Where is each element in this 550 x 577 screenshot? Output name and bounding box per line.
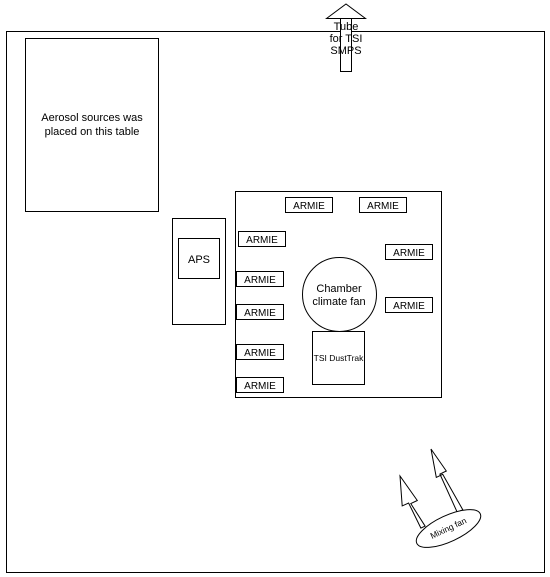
armie-sensors: ARMIE ARMIE ARMIE ARMIE ARMIE ARMIE ARMI… — [236, 197, 433, 393]
armie-sensor-label: ARMIE — [244, 348, 276, 359]
dusttrak-label: TSI DustTrak — [314, 353, 364, 363]
aps-label: APS — [188, 254, 210, 266]
chamber-climate-fan: Chamber climate fan — [302, 257, 377, 332]
armie-sensor-box — [236, 304, 284, 320]
armie-sensor-label: ARMIE — [367, 201, 399, 212]
aerosol-table-rect — [25, 38, 159, 212]
mixing-fan-arrow-right — [430, 448, 464, 513]
smps-tube: Tube for TSI SMPS — [324, 3, 368, 72]
aerosol-table-label-line2: placed on this table — [45, 126, 140, 138]
armie-sensor-box — [359, 197, 407, 213]
armie-sensor-box — [385, 244, 433, 260]
armie-sensor-box — [238, 231, 286, 247]
climate-fan-label-line2: climate fan — [312, 296, 365, 308]
tube-label-line3: SMPS — [330, 45, 361, 57]
dusttrak-unit: TSI DustTrak — [312, 331, 365, 385]
armie-sensor-box — [385, 297, 433, 313]
armie-sensor-label: ARMIE — [244, 381, 276, 392]
armie-sensor-label: ARMIE — [293, 201, 325, 212]
mixing-fan-arrow-left — [399, 474, 426, 529]
aps-inner-rect — [178, 238, 220, 279]
dusttrak-rect — [312, 331, 365, 385]
armie-sensor-box — [236, 377, 284, 393]
smps-tube-arrowhead — [324, 3, 368, 19]
aps-unit: APS — [172, 218, 226, 325]
mixing-fan: Mixing fan — [399, 448, 482, 548]
climate-fan-label-line1: Chamber — [316, 283, 362, 295]
armie-sensor-box — [236, 344, 284, 360]
aerosol-table: Aerosol sources was placed on this table — [25, 38, 159, 212]
armie-sensor-label: ARMIE — [244, 275, 276, 286]
armie-sensor-label: ARMIE — [393, 248, 425, 259]
mixing-fan-ellipse — [415, 509, 482, 548]
armie-sensor-box — [236, 271, 284, 287]
armie-sensor-box — [285, 197, 333, 213]
armie-sensor-label: ARMIE — [246, 235, 278, 246]
aerosol-table-label-line1: Aerosol sources was — [41, 112, 143, 124]
armie-sensor-label: ARMIE — [393, 301, 425, 312]
tube-label-line2: for TSI — [330, 33, 363, 45]
armie-sensor-label: ARMIE — [244, 308, 276, 319]
tube-label-line1: Tube — [334, 21, 359, 33]
